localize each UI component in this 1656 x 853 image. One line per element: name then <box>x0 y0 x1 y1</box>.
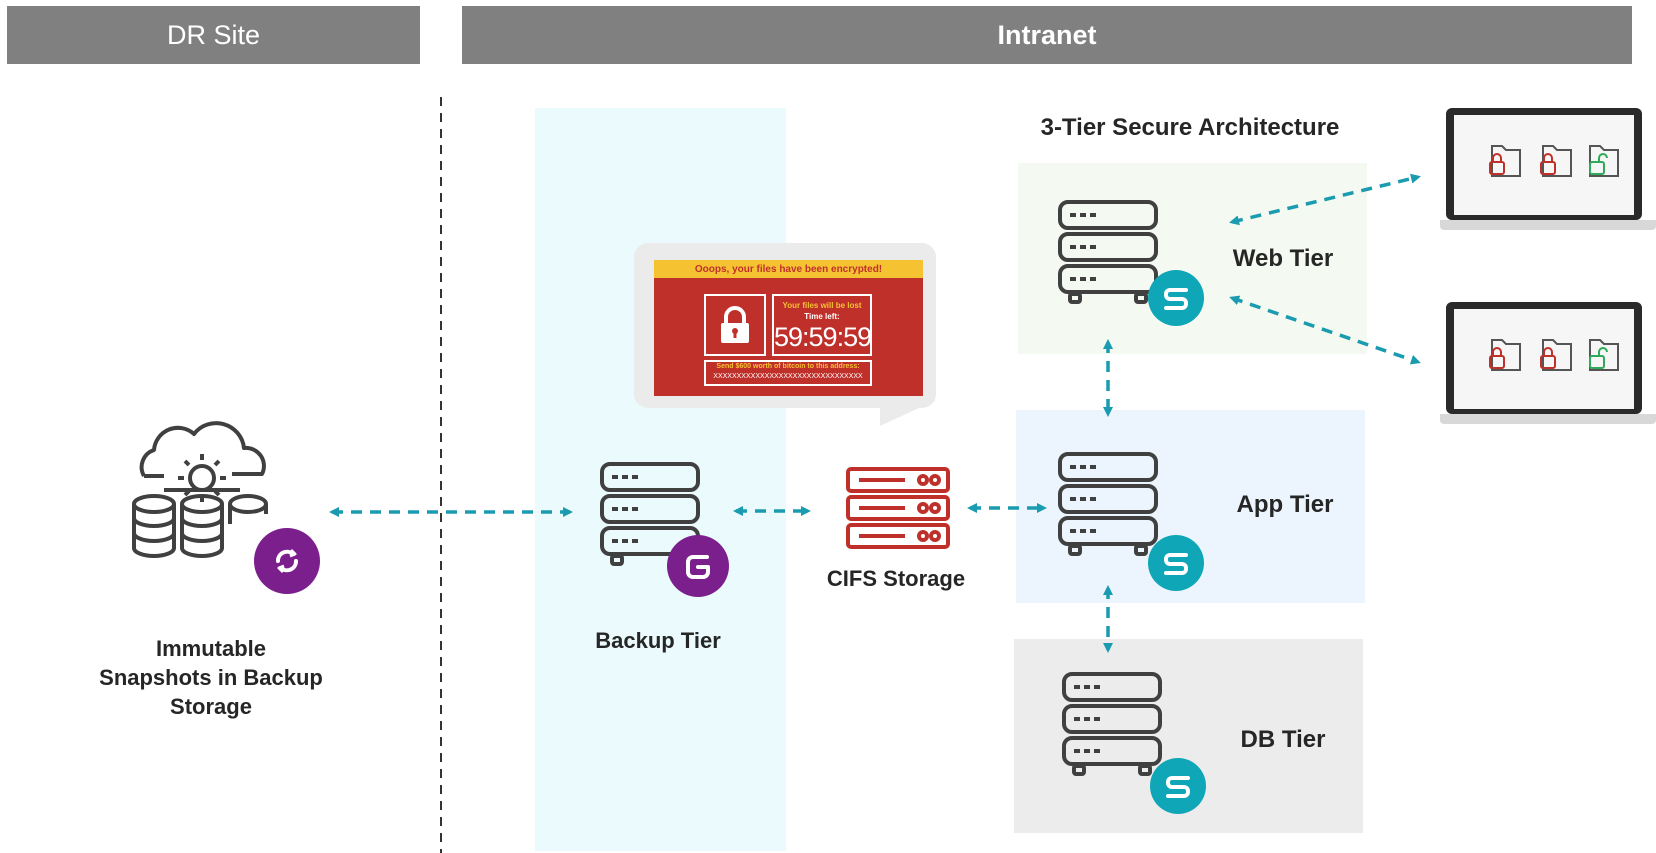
ransom-note-header: Ooops, your files have been encrypted! <box>654 260 923 278</box>
locked-folder-icon <box>1540 145 1572 177</box>
web-server-icon <box>1058 200 1158 304</box>
laptop-icon-1 <box>1440 108 1656 230</box>
snapshots-label-line-2: Snapshots in Backup <box>99 665 323 690</box>
cifs-storage-label: CIFS Storage <box>826 566 966 591</box>
ransom-note-bubble-tail <box>880 400 936 426</box>
snapshots-label-line-3: Storage <box>170 694 252 719</box>
unlocked-folder-icon <box>1589 145 1619 177</box>
ransom-timer: 59:59:59 <box>774 322 872 352</box>
locked-folder-icon <box>1540 339 1572 371</box>
intranet-banner: Intranet <box>462 6 1632 64</box>
ransom-time-left-label: Time left: <box>804 312 840 321</box>
sync-icon <box>254 528 320 594</box>
backup-tier-label: Backup Tier <box>595 628 721 653</box>
locked-folder-icon <box>1489 339 1521 371</box>
cloud-gear-database-icon <box>132 421 268 558</box>
app-security-logo-icon <box>1148 535 1204 591</box>
snapshots-label-line-1: Immutable <box>155 636 267 661</box>
ransom-note: Ooops, your files have been encrypted! Y… <box>654 260 923 396</box>
db-tier-label: DB Tier <box>1240 726 1326 753</box>
unlocked-folder-icon <box>1589 339 1619 371</box>
ransom-timer-box: Your files will be lost Time left: 59:59… <box>772 294 872 356</box>
architecture-title: 3-Tier Secure Architecture <box>1040 114 1340 141</box>
ransom-payment-text: Send $600 worth of bitcoin to this addre… <box>716 363 860 370</box>
backup-logo-icon <box>667 535 729 597</box>
app-server-icon <box>1058 452 1158 556</box>
locked-folder-icon <box>1489 145 1521 177</box>
ransom-payment-box: Send $600 worth of bitcoin to this addre… <box>704 360 872 386</box>
ransom-address: XXXXXXXXXXXXXXXXXXXXXXXXXXXXXXXX <box>713 373 863 380</box>
intranet-title: Intranet <box>997 19 1097 50</box>
backup-server-icon <box>600 462 700 566</box>
web-tier-label: Web Tier <box>1232 245 1334 272</box>
ransom-files-lost: Your files will be lost <box>782 301 862 310</box>
cifs-storage-icon <box>846 467 950 549</box>
snapshots-label: Immutable Snapshots in Backup Storage <box>70 634 352 721</box>
dr-site-banner: DR Site <box>7 6 420 64</box>
laptop-icon-2 <box>1440 302 1656 424</box>
app-tier-label: App Tier <box>1236 491 1334 518</box>
web-security-logo-icon <box>1148 270 1204 326</box>
dr-site-title: DR Site <box>166 19 261 50</box>
db-server-icon <box>1062 672 1162 776</box>
backup-zone <box>535 108 786 851</box>
db-security-logo-icon <box>1150 758 1206 814</box>
padlock-icon <box>704 294 766 356</box>
